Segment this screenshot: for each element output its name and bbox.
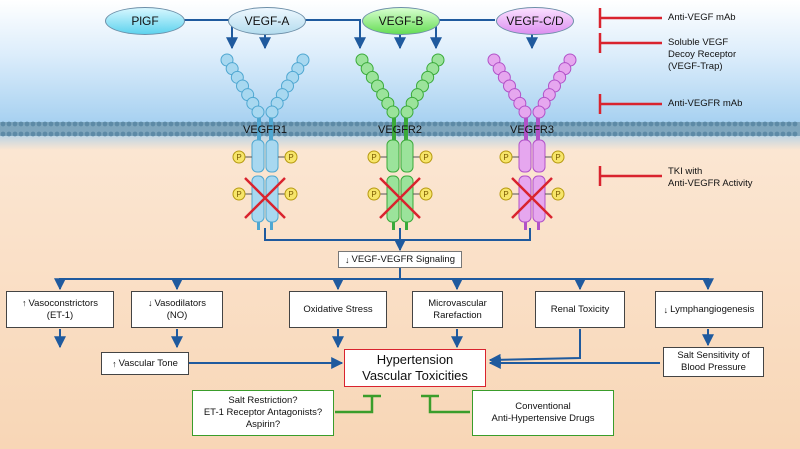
up-arrow-icon: ↑ bbox=[21, 298, 27, 308]
phospho-label: P bbox=[555, 190, 560, 199]
down-arrow-icon: ↓ bbox=[663, 304, 669, 315]
phospho-marker bbox=[499, 187, 513, 201]
left-treatment-box: Salt Restriction? ET-1 Receptor Antagoni… bbox=[192, 390, 334, 436]
inhibitor-bars bbox=[598, 8, 662, 186]
vasoconstrictors-sub: (ET-1) bbox=[46, 310, 74, 321]
right-treatment-box: Conventional Anti-Hypertensive Drugs bbox=[472, 390, 614, 436]
vegfr3-label: VEGFR3 bbox=[509, 124, 554, 136]
phospho-marker bbox=[232, 187, 246, 201]
down-arrow-icon: ↓ bbox=[345, 254, 350, 265]
decoy-line-1: Soluble VEGF bbox=[668, 37, 729, 48]
ligand-vegf-cd: VEGF-C/D bbox=[496, 7, 574, 35]
phospho-marker bbox=[551, 150, 565, 164]
decoy-line-3: (VEGF-Trap) bbox=[668, 61, 723, 72]
inhibitor-tki: TKI with Anti-VEGFR Activity bbox=[668, 166, 752, 190]
signaling-box: ↓VEGF-VEGFR Signaling bbox=[338, 251, 462, 268]
inhibitor-anti-vegf-mab: Anti-VEGF mAb bbox=[668, 12, 736, 23]
phospho-marker bbox=[367, 150, 381, 164]
treat-left-2: ET-1 Receptor Antagonists? bbox=[203, 407, 323, 418]
phospho-marker bbox=[284, 150, 298, 164]
vegfr1-label: VEGFR1 bbox=[242, 124, 287, 136]
phospho-marker bbox=[419, 150, 433, 164]
ligand-vegf-b: VEGF-B bbox=[362, 7, 440, 35]
decoy-line-2: Decoy Receptor bbox=[668, 49, 737, 60]
vasoconstrictors-title: ↑Vasoconstrictors bbox=[22, 297, 98, 310]
vegfr1-receptor: P P P P bbox=[220, 53, 310, 230]
phospho-label: P bbox=[423, 153, 428, 162]
down-arrow-icon: ↓ bbox=[147, 298, 153, 308]
vasoconstrictors-text: Vasoconstrictors bbox=[28, 298, 98, 309]
phospho-label: P bbox=[503, 153, 508, 162]
tki-line-1: TKI with bbox=[668, 166, 703, 177]
vasoconstrictors-box: ↑Vasoconstrictors (ET-1) bbox=[6, 291, 114, 328]
phospho-marker bbox=[419, 187, 433, 201]
treat-left-3: Aspirin? bbox=[245, 419, 281, 430]
phospho-marker bbox=[232, 150, 246, 164]
hypertension-line-1: Hypertension bbox=[376, 352, 454, 367]
signaling-text: VEGF-VEGFR Signaling bbox=[351, 253, 455, 265]
vegfr2-receptor: P P P P bbox=[355, 53, 445, 230]
phospho-label: P bbox=[371, 190, 376, 199]
vascular-tone-box: ↑Vascular Tone bbox=[101, 352, 189, 375]
ligand-plgf: PlGF bbox=[105, 7, 185, 35]
phospho-marker bbox=[551, 187, 565, 201]
rarefaction-line-2: Rarefaction bbox=[433, 309, 482, 321]
vasodilators-text: Vasodilators bbox=[154, 298, 207, 309]
salt-sensitivity-box: Salt Sensitivity of Blood Pressure bbox=[663, 347, 764, 377]
inhibitor-vegf-trap: Soluble VEGF Decoy Receptor (VEGF-Trap) bbox=[668, 37, 736, 73]
tki-line-2: Anti-VEGFR Activity bbox=[668, 178, 753, 189]
oxidative-stress-box: Oxidative Stress bbox=[289, 291, 387, 328]
rarefaction-line-1: Microvascular bbox=[428, 297, 487, 309]
inhibitor-anti-vegfr-mab: Anti-VEGFR mAb bbox=[668, 98, 743, 109]
phospho-label: P bbox=[555, 153, 560, 162]
up-arrow-icon: ↑ bbox=[112, 358, 117, 369]
renal-toxicity-box: Renal Toxicity bbox=[535, 291, 625, 328]
hypertension-box: Hypertension Vascular Toxicities bbox=[344, 349, 486, 387]
cell-membrane bbox=[0, 121, 800, 137]
salt-line-1: Salt Sensitivity of bbox=[677, 350, 750, 361]
vasodilators-title: ↓Vasodilators bbox=[148, 297, 206, 310]
salt-line-2: Blood Pressure bbox=[681, 362, 746, 373]
phospho-marker bbox=[499, 150, 513, 164]
vegfr3-receptor: P P P P bbox=[487, 53, 577, 230]
treat-left-1: Salt Restriction? bbox=[228, 395, 298, 406]
rarefaction-box: Microvascular Rarefaction bbox=[412, 291, 503, 328]
vasodilators-box: ↓Vasodilators (NO) bbox=[131, 291, 223, 328]
treatment-bars bbox=[335, 394, 470, 414]
phospho-label: P bbox=[423, 190, 428, 199]
vegfr2-label: VEGFR2 bbox=[377, 124, 422, 136]
vascular-tone-text: Vascular Tone bbox=[118, 357, 178, 369]
treat-right-1: Conventional bbox=[515, 401, 571, 412]
phospho-label: P bbox=[503, 190, 508, 199]
lymphangiogenesis-box: ↓Lymphangiogenesis bbox=[655, 291, 763, 328]
phospho-label: P bbox=[236, 153, 241, 162]
phospho-label: P bbox=[288, 190, 293, 199]
vasodilators-sub: (NO) bbox=[166, 310, 188, 321]
treat-right-2: Anti-Hypertensive Drugs bbox=[491, 413, 595, 424]
phospho-marker bbox=[284, 187, 298, 201]
phospho-marker bbox=[367, 187, 381, 201]
signal-arrows bbox=[54, 228, 714, 369]
lymphangiogenesis-text: Lymphangiogenesis bbox=[670, 303, 755, 315]
ligand-vegf-a: VEGF-A bbox=[228, 7, 306, 35]
phospho-label: P bbox=[288, 153, 293, 162]
hypertension-line-2: Vascular Toxicities bbox=[362, 368, 468, 383]
phospho-label: P bbox=[371, 153, 376, 162]
phospho-label: P bbox=[236, 190, 241, 199]
